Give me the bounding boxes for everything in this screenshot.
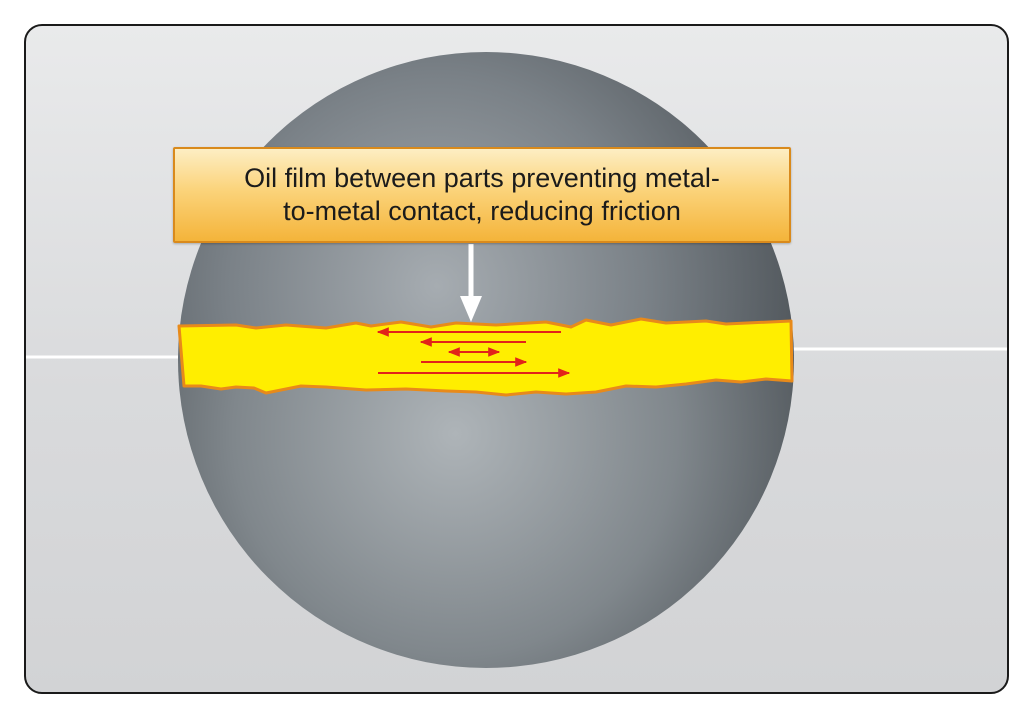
oil-film <box>177 317 794 397</box>
pointer-arrow-icon <box>460 296 482 322</box>
callout-label: Oil film between parts preventing metal-… <box>244 163 720 226</box>
oil-film-callout: Oil film between parts preventing metal-… <box>173 147 791 243</box>
diagram-frame: Oil film between parts preventing metal-… <box>24 24 1009 694</box>
lubrication-diagram <box>26 52 1007 668</box>
lower-metal-part <box>178 356 794 668</box>
